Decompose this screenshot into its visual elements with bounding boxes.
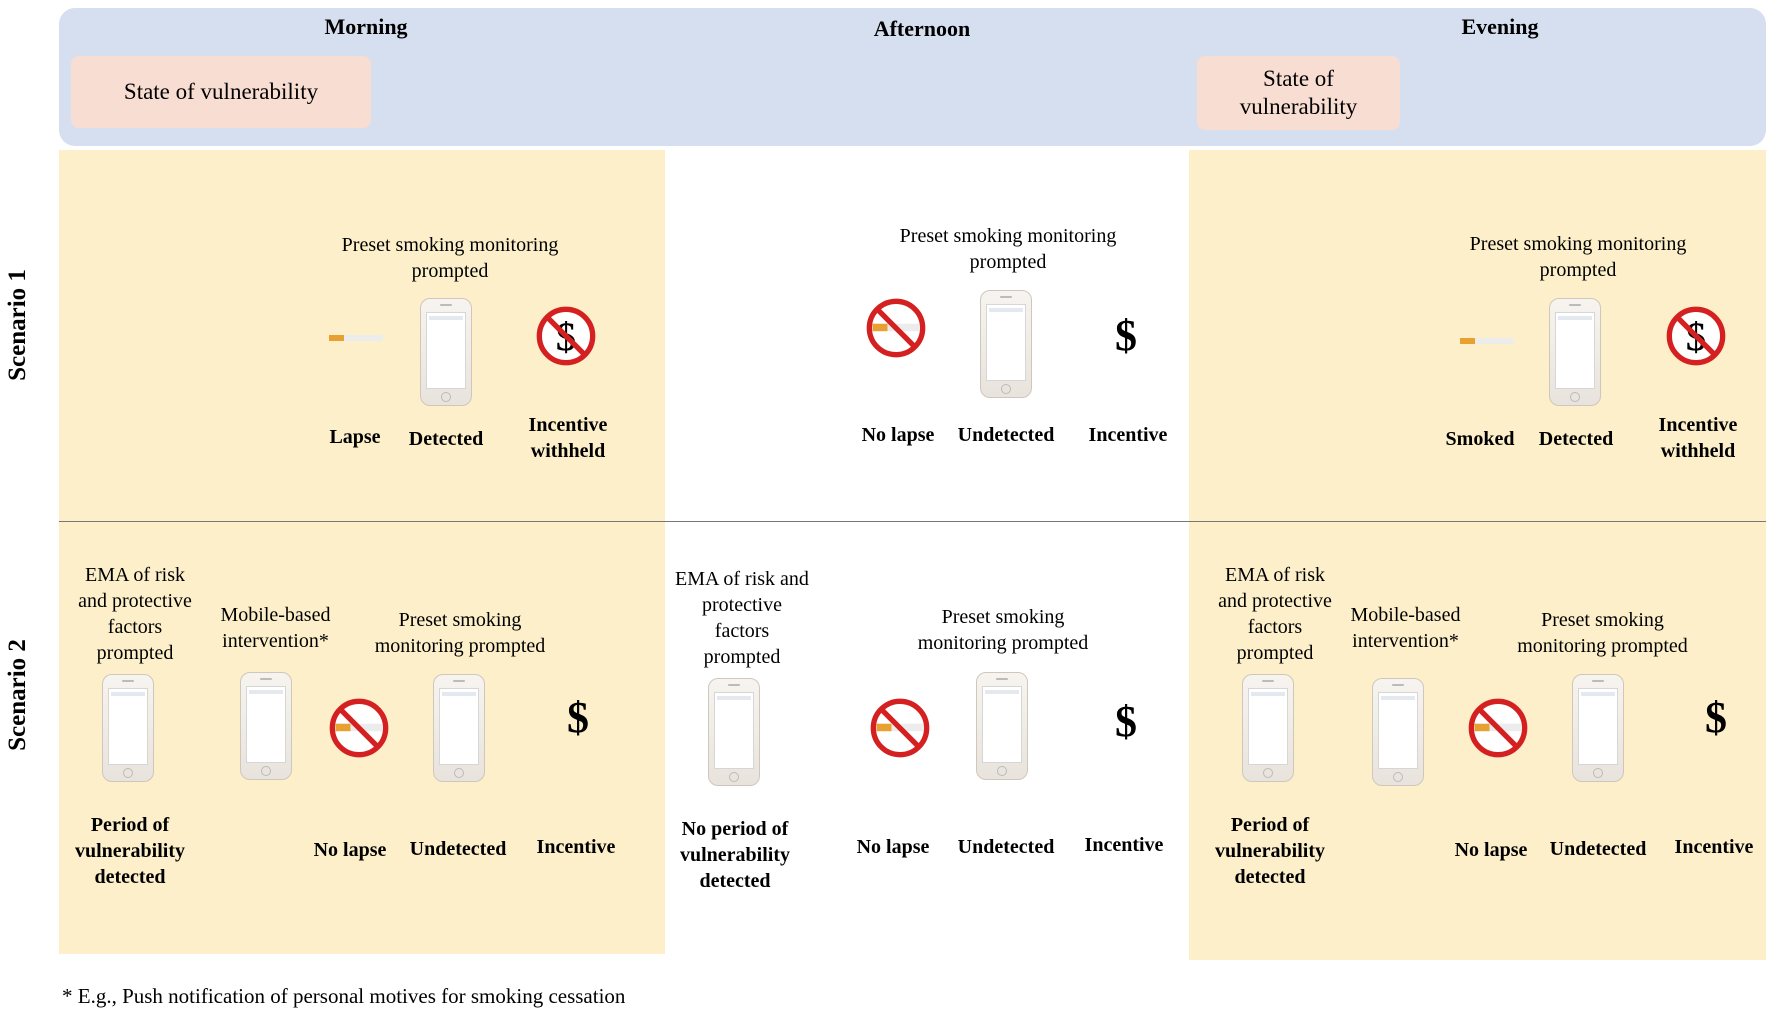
- no-smoking-icon: [327, 696, 391, 760]
- dollar-icon: $: [567, 693, 589, 742]
- s1-afternoon-prompt-caption: Preset smoking monitoring prompted: [899, 225, 1117, 273]
- smartphone-icon: [420, 298, 472, 406]
- s2-morning-prompt-caption: Preset smoking monitoring prompted: [374, 609, 546, 657]
- evening-vulnerable-period: [1189, 150, 1766, 960]
- afternoon-title: Afternoon: [873, 16, 971, 41]
- morning-vulnerability-box: State of vulnerability: [71, 56, 371, 128]
- smartphone-icon: [433, 674, 485, 782]
- smartphone-icon: [708, 678, 760, 786]
- s2-afternoon-smoking-status: No lapse: [856, 836, 930, 858]
- s2-morning-vulnerability: Period of vulnerability detected: [74, 814, 185, 888]
- s1-evening-smoking-status: Smoked: [1445, 428, 1515, 450]
- s1-afternoon-detection: Undetected: [957, 424, 1055, 446]
- smartphone-icon: [980, 290, 1032, 398]
- smartphone-icon: [240, 672, 292, 780]
- no-dollar-icon: [1664, 304, 1728, 368]
- cigarette-icon: [1460, 338, 1514, 344]
- smartphone-icon: [1242, 674, 1294, 782]
- no-smoking-icon: [1466, 696, 1530, 760]
- s1-morning-detection: Detected: [408, 428, 484, 450]
- s2-morning-intervention-caption: Mobile-based intervention*: [220, 604, 331, 652]
- s1-morning-prompt-caption: Preset smoking monitoring prompted: [341, 234, 559, 282]
- s1-evening-prompt-caption: Preset smoking monitoring prompted: [1469, 233, 1687, 281]
- s1-evening-detection: Detected: [1538, 428, 1614, 450]
- s2-evening-vulnerability: Period of vulnerability detected: [1214, 814, 1325, 888]
- smartphone-icon: [976, 672, 1028, 780]
- s1-morning-reward: Incentive withheld: [528, 414, 608, 462]
- smartphone-icon: [102, 674, 154, 782]
- smartphone-icon: [1549, 298, 1601, 406]
- cigarette-icon: [329, 335, 383, 341]
- evening-vulnerability-box: State of vulnerability: [1197, 56, 1400, 130]
- dollar-icon: $: [1705, 693, 1727, 742]
- s2-morning-ema-caption: EMA of risk and protective factors promp…: [78, 564, 192, 664]
- dollar-icon: $: [1115, 311, 1137, 360]
- no-smoking-icon: [864, 296, 928, 360]
- scenario-divider: [59, 521, 1766, 522]
- s2-evening-intervention-caption: Mobile-based intervention*: [1350, 604, 1461, 652]
- dollar-icon: $: [1115, 697, 1137, 746]
- no-dollar-icon: [534, 304, 598, 368]
- s2-evening-prompt-caption: Preset smoking monitoring prompted: [1517, 609, 1688, 657]
- s2-evening-detection: Undetected: [1549, 838, 1647, 860]
- smartphone-icon: [1572, 674, 1624, 782]
- s1-evening-reward: Incentive withheld: [1658, 414, 1738, 462]
- s2-evening-smoking-status: No lapse: [1454, 839, 1528, 861]
- s1-morning-smoking-status: Lapse: [329, 426, 381, 448]
- evening-title: Evening: [1461, 14, 1539, 39]
- s2-afternoon-detection: Undetected: [957, 836, 1055, 858]
- s2-evening-ema-caption: EMA of risk and protective factors promp…: [1218, 564, 1332, 664]
- s2-afternoon-reward: Incentive: [1084, 834, 1164, 856]
- s2-afternoon-ema-caption: EMA of risk and protective factors promp…: [675, 568, 809, 668]
- scenario-1-label: Scenario 1: [4, 269, 31, 381]
- s2-evening-reward: Incentive: [1674, 836, 1754, 858]
- morning-title: Morning: [324, 14, 408, 39]
- morning-vulnerable-period: [59, 150, 665, 954]
- s2-afternoon-vulnerability: No period of vulnerability detected: [679, 818, 790, 892]
- s2-afternoon-prompt-caption: Preset smoking monitoring prompted: [917, 606, 1089, 654]
- s2-morning-smoking-status: No lapse: [313, 839, 387, 861]
- s2-morning-detection: Undetected: [409, 838, 507, 860]
- s1-afternoon-smoking-status: No lapse: [861, 424, 935, 446]
- s1-afternoon-reward: Incentive: [1088, 424, 1168, 446]
- scenario-2-label: Scenario 2: [4, 639, 31, 751]
- footnote: * E.g., Push notification of personal mo…: [62, 984, 626, 1008]
- no-smoking-icon: [868, 696, 932, 760]
- smartphone-icon: [1372, 678, 1424, 786]
- s2-morning-reward: Incentive: [536, 836, 616, 858]
